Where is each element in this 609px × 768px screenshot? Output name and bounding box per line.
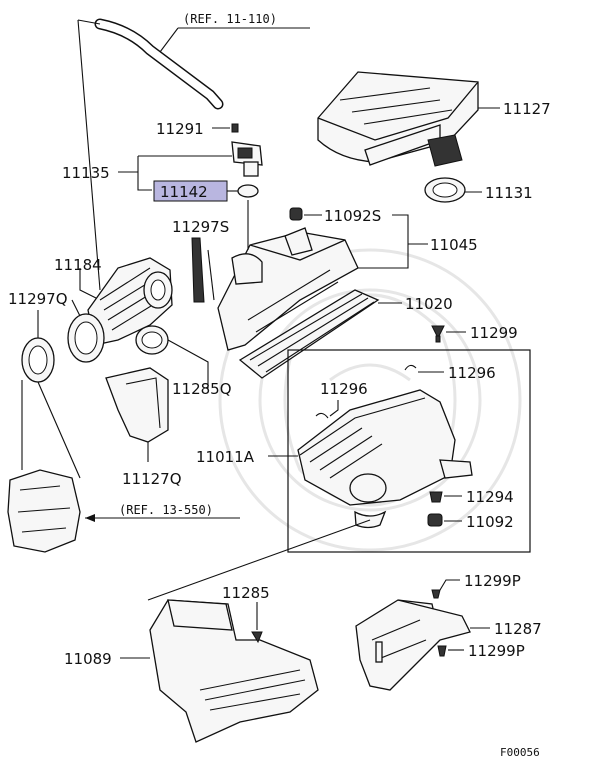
label-11020: 11020 xyxy=(405,295,453,313)
label-11285Q: 11285Q xyxy=(172,380,232,398)
part-11142-gasket xyxy=(237,184,259,198)
part-11092-grommet xyxy=(427,513,443,527)
label-11296-left: 11296 xyxy=(320,380,368,398)
label-11297Q: 11297Q xyxy=(8,290,68,308)
part-11127Q-duct xyxy=(105,367,169,443)
label-11127: 11127 xyxy=(503,100,551,118)
part-11131-collar xyxy=(424,134,466,203)
figure-code: F00056 xyxy=(500,746,540,759)
part-11291-screw xyxy=(231,123,239,133)
label-11299: 11299 xyxy=(470,324,518,342)
part-11285-screw xyxy=(251,631,263,644)
label-11294: 11294 xyxy=(466,488,514,506)
breather-hose xyxy=(94,18,224,110)
label-11142[interactable]: 11142 xyxy=(160,183,208,201)
ref-label-left: (REF. 13-550) xyxy=(119,503,213,517)
label-11291: 11291 xyxy=(156,120,204,138)
part-11092S-grommet xyxy=(289,207,303,221)
label-11299P-top: 11299P xyxy=(464,572,521,590)
part-11011A-case xyxy=(297,389,473,529)
part-11089-duct xyxy=(149,599,319,743)
label-11131: 11131 xyxy=(485,184,533,202)
label-11011A: 11011A xyxy=(196,448,255,466)
part-11297S-band xyxy=(191,237,215,303)
label-11089: 11089 xyxy=(64,650,112,668)
label-11296-right: 11296 xyxy=(448,364,496,382)
label-11297S: 11297S xyxy=(172,218,229,236)
label-11184: 11184 xyxy=(54,256,102,274)
part-11299P-screw-top xyxy=(431,589,441,599)
label-11135: 11135 xyxy=(62,164,110,182)
part-ref-13-550 xyxy=(7,469,81,553)
part-11299-screw xyxy=(431,325,445,343)
part-11184-hose xyxy=(87,257,173,346)
part-11020-filter xyxy=(238,289,380,379)
label-11299P-bottom: 11299P xyxy=(468,642,525,660)
part-11294 xyxy=(429,491,443,503)
label-11127Q: 11127Q xyxy=(122,470,182,488)
label-11092S: 11092S xyxy=(324,207,381,225)
part-11045-case xyxy=(217,227,359,351)
part-11297Q-clamp xyxy=(67,313,105,363)
label-11092: 11092 xyxy=(466,513,514,531)
assembly-box xyxy=(287,349,531,553)
ref-label-top: (REF. 11-110) xyxy=(183,12,277,26)
part-11299P-screw-bottom xyxy=(437,645,447,657)
label-11287: 11287 xyxy=(494,620,542,638)
label-11285: 11285 xyxy=(222,584,270,602)
label-11045: 11045 xyxy=(430,236,478,254)
part-sensor xyxy=(231,141,263,177)
part-11287-bracket xyxy=(355,599,471,691)
